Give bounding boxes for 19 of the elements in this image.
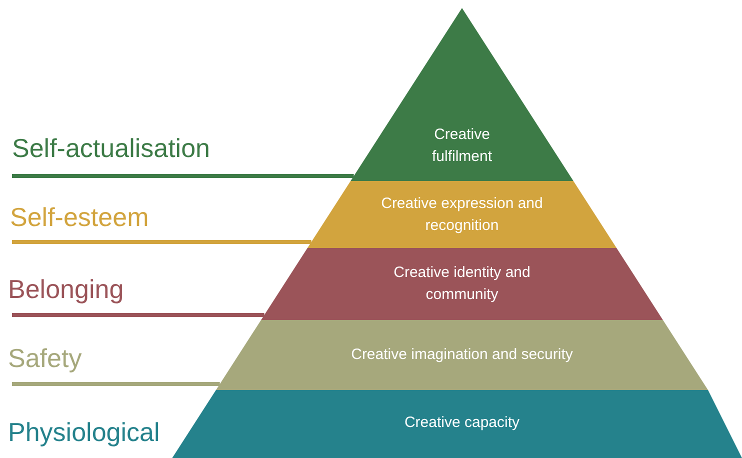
pyramid-layer [172, 390, 742, 458]
level-label: Belonging [8, 273, 124, 305]
leader-line [12, 174, 354, 178]
pyramid-layer [307, 181, 617, 248]
level-label: Physiological [8, 416, 160, 448]
leader-line [12, 240, 312, 244]
layer-text: Creative identity and community [392, 263, 532, 305]
pyramid-layer [261, 248, 663, 320]
layer-text: Creative imagination and security [350, 345, 574, 365]
leader-line [12, 382, 220, 386]
leader-line [12, 313, 264, 317]
pyramid-layer [216, 320, 708, 390]
level-label: Self-esteem [10, 201, 149, 233]
layer-text: Creative fulfilment [430, 125, 494, 167]
layer-text: Creative capacity [403, 413, 521, 433]
level-label: Safety [8, 342, 82, 374]
layer-text: Creative expression and recognition [380, 194, 544, 236]
pyramid-layer [350, 8, 574, 181]
level-label: Self-actualisation [12, 132, 210, 164]
